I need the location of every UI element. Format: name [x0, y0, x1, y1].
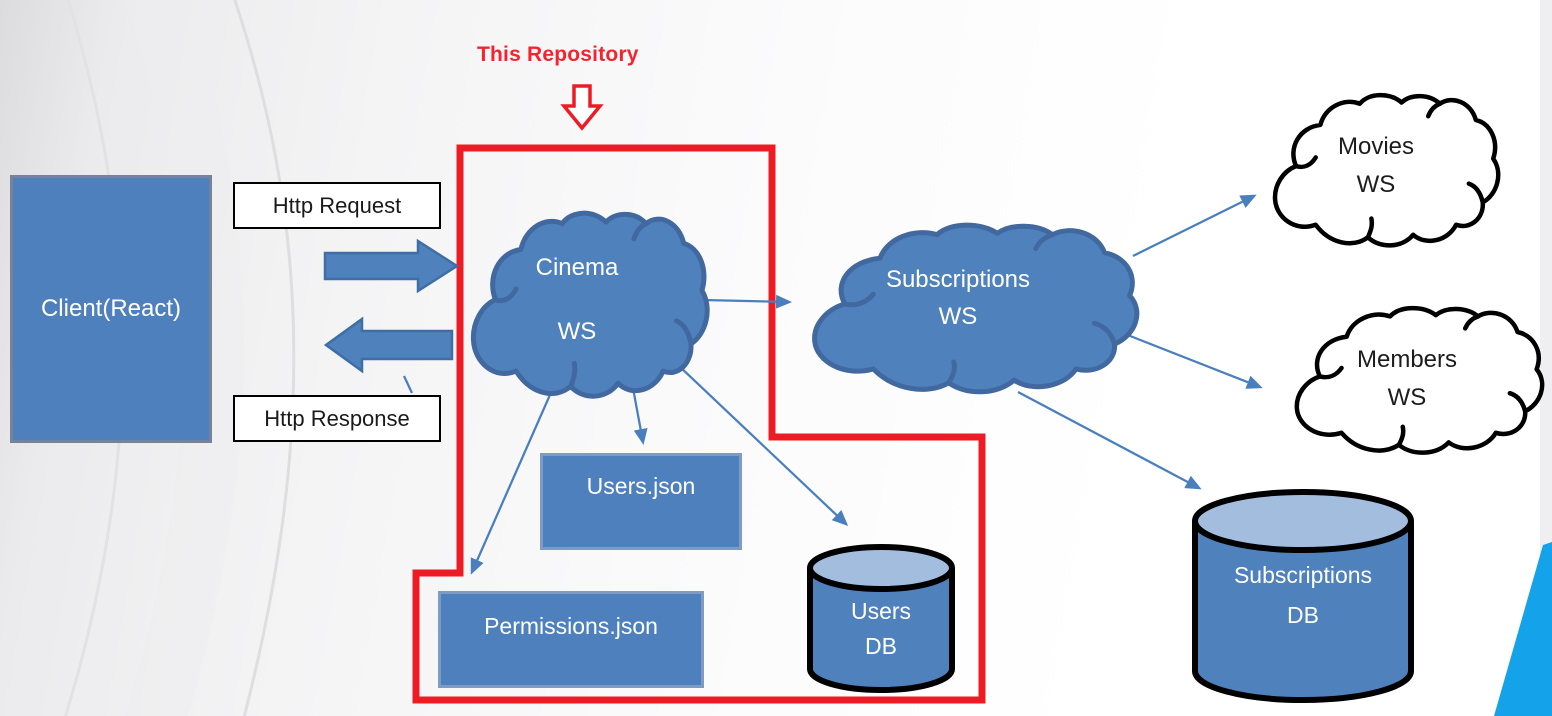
members-cloud-label-line1: Members — [1356, 346, 1458, 373]
connector-cinema-to-users-db — [677, 364, 849, 527]
http-response-label: Http Response — [264, 405, 410, 431]
users-db-label-line1: Users — [850, 598, 912, 624]
users-db-label-line2: DB — [865, 633, 897, 659]
permissions-json-label: Permissions.json — [484, 613, 658, 639]
http-request-label: Http Request — [272, 192, 402, 218]
background-swoosh-line-2 — [233, 0, 296, 716]
members-ws-cloud — [1296, 308, 1543, 453]
connector-cinema-to-permissions-json — [470, 387, 555, 575]
background-swoosh-band — [124, 0, 244, 716]
http-response-box: Http Response — [233, 395, 441, 442]
subscriptions-db-cylinder — [1192, 489, 1414, 703]
response-block-arrow-icon — [323, 316, 454, 374]
subscriptions-db-label-line1: Subscriptions — [1233, 562, 1373, 588]
subscriptions-cloud-label-line1: Subscriptions — [885, 266, 1031, 293]
permissions-json-box: Permissions.json — [438, 591, 704, 688]
users-json-box: Users.json — [540, 453, 742, 550]
client-react-box: Client(React) — [10, 175, 212, 443]
connector-subscriptions-to-members — [1124, 332, 1263, 389]
repository-pointer-arrow-icon — [560, 84, 604, 131]
accent-wedge — [1494, 542, 1552, 716]
request-block-arrow-icon — [323, 238, 460, 294]
repository-boundary — [412, 144, 986, 704]
cinema-cloud-label-line2: WS — [557, 318, 597, 345]
subscriptions-db-label-line2: DB — [1287, 602, 1319, 628]
background-right-edge-band — [1540, 0, 1552, 560]
connector-subscriptions-to-subscriptions-db — [1017, 391, 1202, 490]
connector-cinema-to-subscriptions — [702, 294, 792, 309]
connector-subscriptions-to-movies — [1132, 194, 1257, 258]
users-json-label: Users.json — [586, 473, 696, 499]
subscriptions-cloud-label-line2: WS — [938, 303, 978, 330]
http-request-box: Http Request — [233, 182, 441, 229]
repository-annotation: This Repository — [477, 43, 639, 66]
members-cloud-label-line2: WS — [1387, 384, 1427, 411]
movies-cloud-label-line2: WS — [1356, 171, 1396, 198]
movies-cloud-label-line1: Movies — [1337, 133, 1415, 160]
users-db-cylinder — [807, 544, 955, 693]
cinema-cloud-label-line1: Cinema — [535, 254, 619, 281]
connector-stub-response — [402, 375, 414, 394]
client-react-label: Client(React) — [40, 295, 182, 322]
cinema-ws-cloud — [473, 213, 708, 397]
